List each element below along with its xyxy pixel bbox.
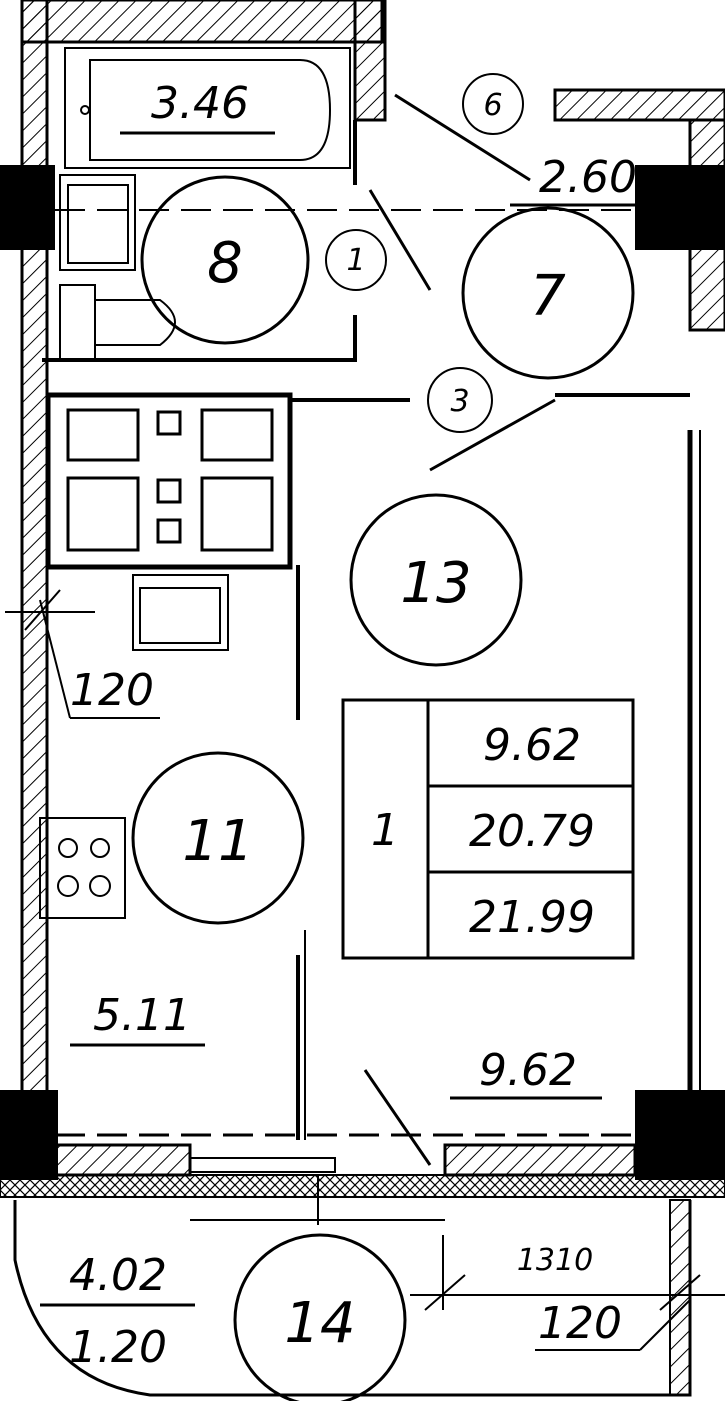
cooker [39,817,126,919]
area-hall: 2.60 [539,152,637,203]
apartment-summary-table: 1 9.62 20.79 21.99 [341,698,635,960]
dimension-balcony: 1310 120 [410,1235,725,1351]
area-living: 9.62 [483,720,581,771]
dimension-label: 120 [70,665,154,716]
room-marker-11 [131,751,305,925]
door-leaf [368,189,432,291]
door-marker-3 [427,367,493,433]
room-marker-8 [140,175,310,345]
door-leaf [429,398,556,472]
room-number-13: 13 [400,551,471,616]
room-marker-14 [233,1233,407,1401]
area-balcony-reduced: 1.20 [69,1322,167,1373]
walls [0,0,725,1198]
column [0,1090,58,1180]
room-number-7: 7 [530,264,566,329]
area-total: 20.79 [469,806,595,857]
door-number-1: 1 [346,243,365,278]
column [0,165,55,250]
dimension-wall-left: 120 [5,589,160,719]
area-room: 9.62 [479,1045,577,1096]
partitions [42,120,690,1140]
column [635,1090,725,1180]
balcony-window [189,1157,336,1173]
dimension-label: 120 [538,1298,622,1349]
door-marker-1 [325,229,387,291]
area-kitchen: 5.11 [93,990,191,1041]
bathtub [64,47,351,169]
apartment-number: 1 [371,805,399,856]
door-leaf [394,93,531,182]
door-leaf [363,1069,432,1166]
door-marker-6 [462,73,524,135]
balcony-wall [669,1199,691,1396]
area-bathroom: 3.46 [151,78,249,129]
room-marker-7 [461,206,635,380]
area-with-balcony: 21.99 [469,892,595,943]
column [635,165,725,250]
washbasin-bathroom [59,174,136,271]
area-balcony: 4.02 [69,1250,167,1301]
room-number-8: 8 [207,231,243,296]
toilet [59,284,176,361]
room-number-14: 14 [284,1291,355,1356]
balcony-outline [13,1200,692,1397]
dimension-label: 1310 [517,1243,593,1278]
door-number-3: 3 [450,384,469,419]
kitchen-sink [132,574,229,651]
doors [189,93,556,1225]
room-marker-13 [349,493,523,667]
stove-top [45,392,293,570]
room-number-11: 11 [182,809,253,874]
door-number-6: 6 [483,88,502,123]
